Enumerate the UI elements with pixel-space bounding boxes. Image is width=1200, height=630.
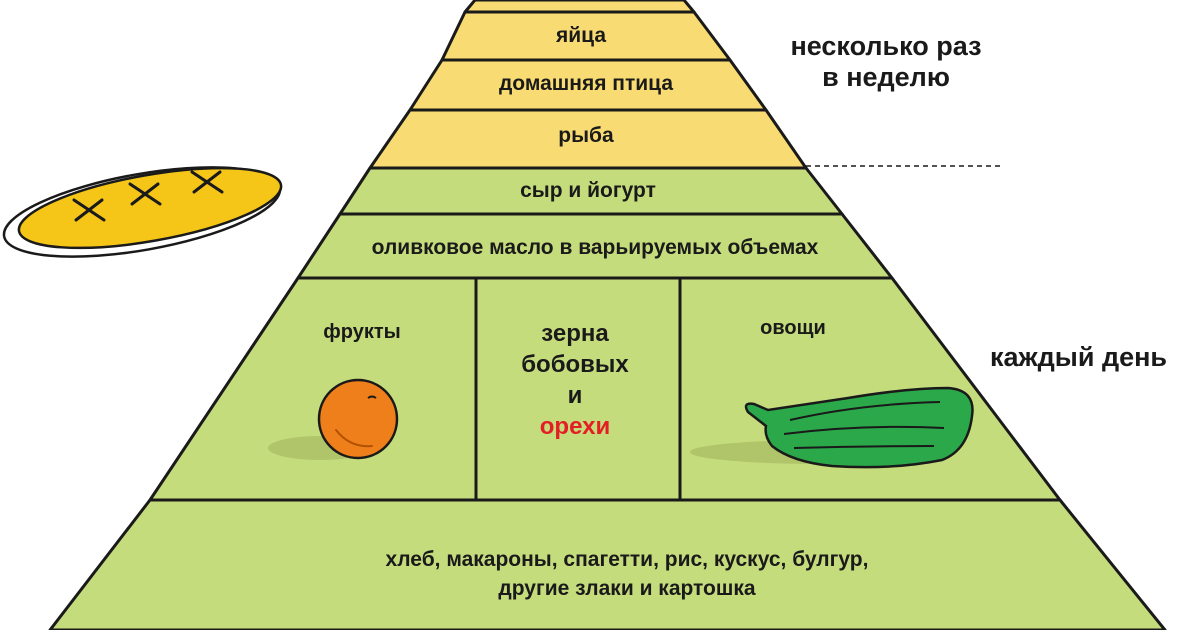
label-grains: хлеб, макароны, спагетти, рис, кускус, б… bbox=[386, 545, 869, 603]
label-eggs: яйца bbox=[555, 24, 607, 47]
label-vegetables: овощи bbox=[760, 317, 826, 339]
label-daily-frequency: каждый день bbox=[990, 342, 1168, 372]
zucchini-icon bbox=[690, 386, 974, 469]
label-nuts: орехи bbox=[539, 413, 611, 440]
label-weekly-line2: в неделю bbox=[822, 62, 950, 92]
label-olive-oil: оливковое масло в варьируемых объемах bbox=[371, 236, 819, 259]
label-fruits: фрукты bbox=[323, 321, 401, 343]
tier-fruits bbox=[148, 276, 478, 502]
label-legumes-line3: и bbox=[567, 382, 583, 409]
label-grains-line2: другие злаки и картошка bbox=[498, 577, 756, 600]
tier-legumes-nuts bbox=[474, 276, 682, 502]
label-legumes-line2: бобовых bbox=[521, 351, 629, 378]
label-legumes-line1: зерна bbox=[541, 320, 609, 347]
label-poultry: домашняя птица bbox=[498, 72, 674, 95]
bread-loaf-icon bbox=[2, 166, 283, 258]
orange-icon bbox=[268, 378, 399, 460]
label-weekly-line1: несколько раз bbox=[790, 31, 982, 61]
tier-top-cap bbox=[463, 0, 696, 14]
tier-grains bbox=[48, 498, 1167, 630]
label-grains-line1: хлеб, макароны, спагетти, рис, кускус, б… bbox=[385, 548, 869, 571]
pyramid bbox=[48, 0, 1167, 630]
label-weekly-frequency: несколько раз в неделю bbox=[766, 31, 1006, 93]
label-legumes-nuts: зерна бобовых и орехи bbox=[521, 318, 629, 442]
label-fish: рыба bbox=[558, 124, 614, 147]
label-cheese-yogurt: сыр и йогурт bbox=[520, 179, 656, 202]
